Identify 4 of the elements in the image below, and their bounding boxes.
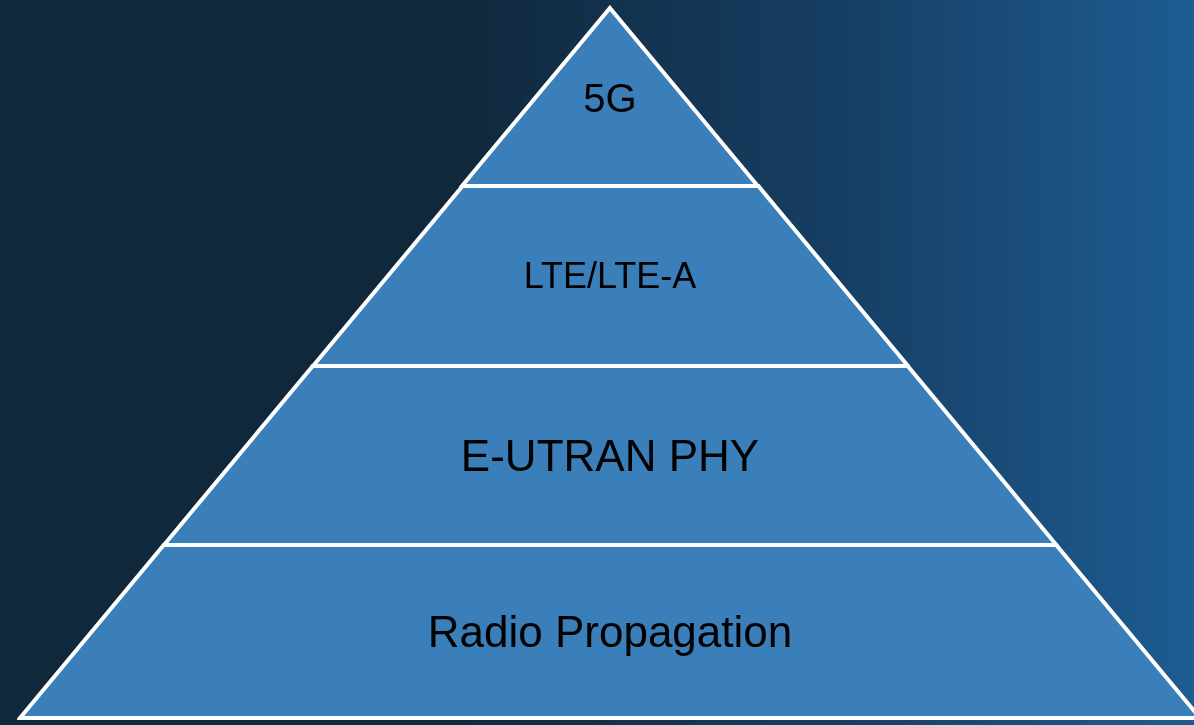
- layer-label: LTE/LTE-A: [523, 255, 697, 297]
- layer-label: E-UTRAN PHY: [460, 431, 760, 481]
- layer-label: 5G: [583, 75, 637, 121]
- layer-label: Radio Propagation: [427, 607, 793, 657]
